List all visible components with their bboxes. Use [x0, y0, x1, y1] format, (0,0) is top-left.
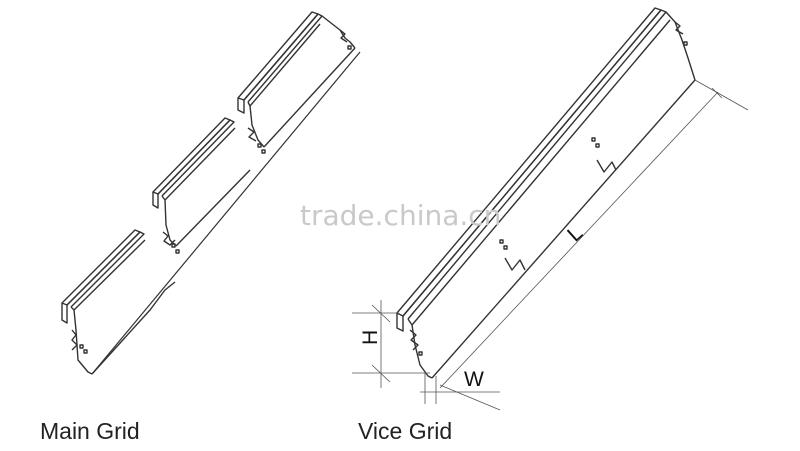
dimension-label-width: W — [464, 368, 484, 391]
watermark: trade.china.cn — [300, 199, 501, 232]
vice-grid-caption: Vice Grid — [358, 418, 453, 444]
main-grid-segment-lower — [61, 229, 176, 375]
dimension-label-length: L — [563, 221, 587, 246]
dimension-lines — [352, 79, 749, 411]
vice-grid-top-flange — [396, 7, 662, 317]
main-grid-drawing — [61, 11, 361, 375]
main-grid-segment-upper — [237, 11, 356, 154]
dimension-label-height: H — [359, 330, 382, 345]
vice-grid-drawing — [396, 7, 696, 379]
main-grid-caption: Main Grid — [40, 418, 140, 444]
main-grid-segment-middle — [152, 117, 251, 254]
